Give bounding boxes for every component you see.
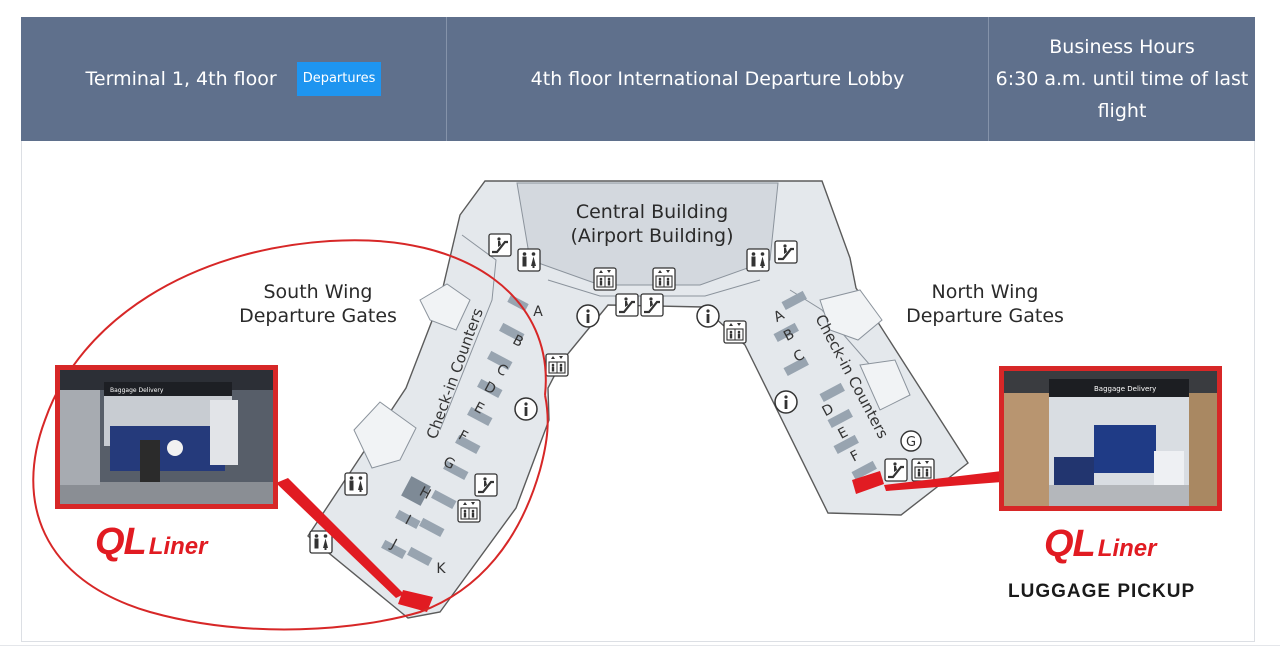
south-counter-photo: Baggage Delivery [55, 365, 278, 509]
departures-badge: Departures [296, 62, 382, 96]
hours-title: Business Hours [1049, 36, 1195, 58]
map-labels: Central Building (Airport Building) Sout… [239, 201, 1064, 327]
north-counter-bars [773, 290, 877, 481]
information-icon [774, 390, 798, 414]
north-counter-photo-scene: Baggage Delivery [1004, 371, 1217, 506]
south-counter-i: I [402, 512, 413, 528]
ql-logo-text: QL [1044, 523, 1096, 565]
location-cell: Terminal 1, 4th floor Departures [21, 17, 447, 141]
toilet-icon [309, 530, 333, 554]
south-wing-label: South Wing [263, 281, 372, 303]
escalator-icon [487, 232, 513, 258]
ql-logo-text: QL [95, 521, 147, 563]
north-wing-label: North Wing [932, 281, 1039, 303]
elevator-icon [593, 267, 617, 291]
liner-logo-text: Liner [148, 533, 208, 560]
south-wing-sublabel: Departure Gates [239, 305, 397, 327]
elevator-icon [911, 458, 935, 482]
toilet-icon [746, 248, 770, 272]
information-icon [514, 397, 538, 421]
toilet-icon [344, 472, 368, 496]
photo-sign-north: Baggage Delivery [1094, 385, 1156, 393]
elevator-icon [723, 320, 747, 344]
north-counter-photo: Baggage Delivery [999, 366, 1222, 511]
escalator-icon [473, 472, 499, 498]
lobby-cell: 4th floor International Departure Lobby [447, 17, 989, 141]
bottom-divider [0, 645, 1280, 646]
elevator-icon [545, 353, 569, 377]
south-counter-k: K [436, 561, 446, 577]
information-icon [696, 304, 720, 328]
elevator-icon [457, 499, 481, 523]
content-frame [21, 17, 1255, 642]
north-wing-sublabel: Departure Gates [906, 305, 1064, 327]
luggage-counter-markers [276, 471, 1002, 612]
photo-sign-south: Baggage Delivery [110, 387, 164, 394]
escalator-icon [614, 292, 640, 318]
location-label: Terminal 1, 4th floor [85, 68, 277, 90]
toilet-icon [517, 248, 541, 272]
info-header: Terminal 1, 4th floor Departures 4th flo… [21, 17, 1255, 141]
escalator-icon [773, 239, 799, 265]
south-counter-photo-scene: Baggage Delivery [60, 370, 273, 504]
central-building-sublabel: (Airport Building) [571, 225, 734, 247]
hours-cell: Business Hours 6:30 a.m. until time of l… [989, 17, 1255, 141]
hours-line2: flight [1097, 100, 1147, 122]
gate-icon: G [900, 430, 922, 452]
south-wing-highlight-circle [32, 239, 549, 631]
luggage-pickup-label: LUGGAGE PICKUP [1008, 581, 1196, 602]
lobby-label: 4th floor International Departure Lobby [530, 68, 905, 90]
central-building-label: Central Building [576, 201, 728, 223]
gate-symbol: G [906, 435, 916, 450]
escalator-icon [639, 292, 665, 318]
south-counter-a: A [533, 304, 543, 320]
elevator-icon [652, 267, 676, 291]
hours-line1: 6:30 a.m. until time of last [995, 68, 1249, 90]
liner-logo-text: Liner [1097, 535, 1157, 562]
south-counter-bars [381, 294, 529, 567]
escalator-icon [883, 457, 909, 483]
information-icon [576, 304, 600, 328]
